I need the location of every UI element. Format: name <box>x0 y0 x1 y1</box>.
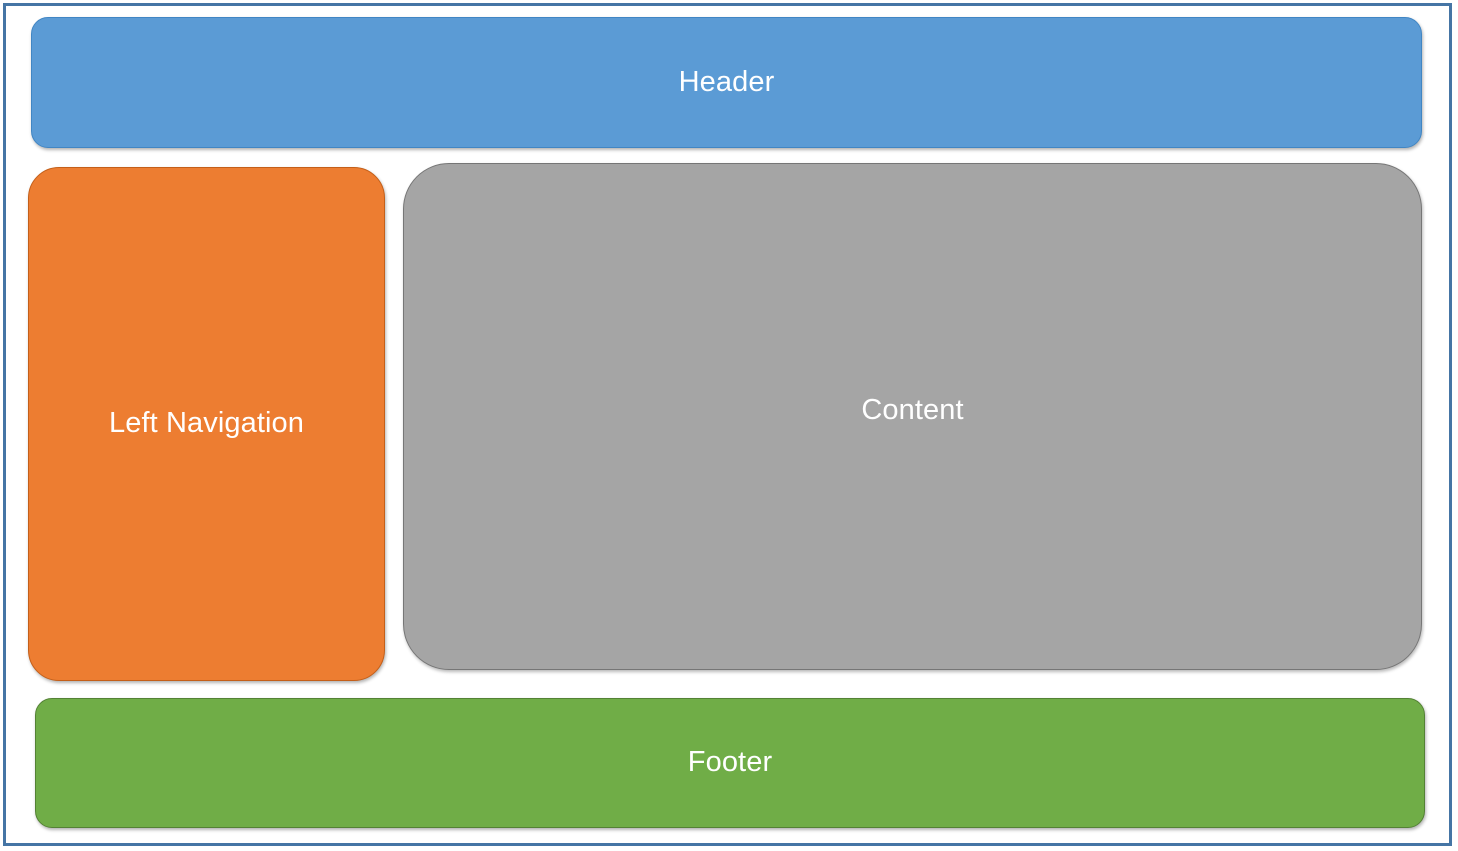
content-block-label: Content <box>861 393 964 426</box>
header-block-label: Header <box>678 65 775 98</box>
left-navigation-block-label: Left Navigation <box>109 407 304 440</box>
left-navigation-block[interactable]: Left Navigation <box>28 167 385 681</box>
footer-block-label: Footer <box>687 746 773 779</box>
content-block[interactable]: Content <box>403 163 1422 670</box>
header-block[interactable]: Header <box>31 17 1422 148</box>
footer-block[interactable]: Footer <box>35 698 1425 828</box>
